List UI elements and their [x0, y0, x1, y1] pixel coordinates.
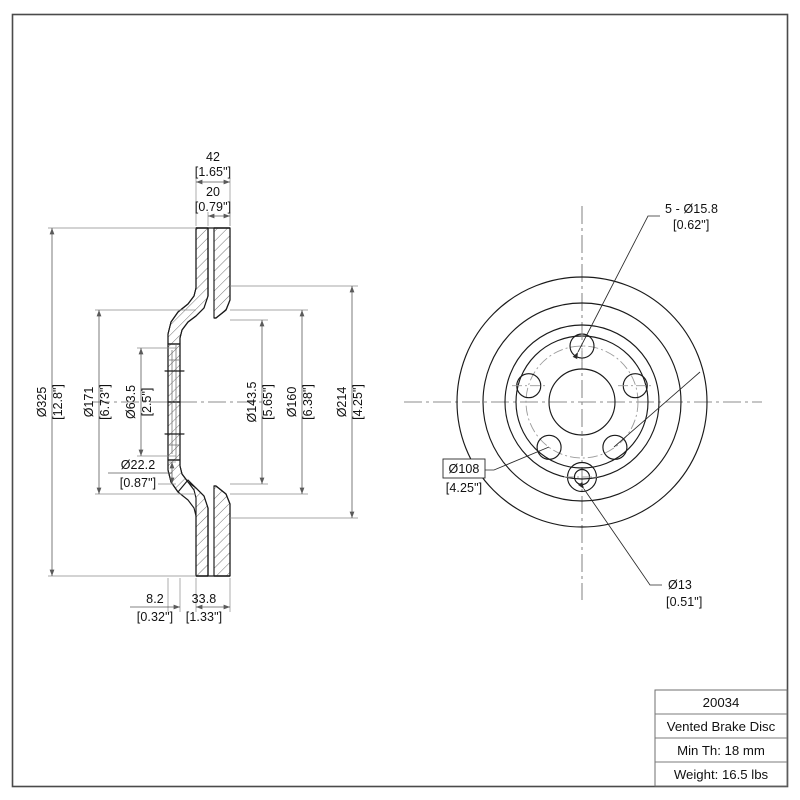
callout-lug-holes-inch: [0.62"]	[673, 218, 709, 232]
hat-wall-bottom	[167, 401, 181, 461]
hat-wall-top	[167, 343, 181, 403]
dim-id-mid: Ø160 [6.38"]	[230, 309, 315, 495]
dim-width-total-value: 42	[206, 150, 220, 164]
callout-lug-holes-value: 5 - Ø15.8	[665, 202, 718, 216]
lug-hole	[602, 434, 628, 460]
title-block-description: Vented Brake Disc	[667, 719, 776, 734]
dim-width-total: 42 [1.65"]	[195, 150, 231, 226]
dim-bore-center-inch: [2.5"]	[140, 388, 154, 417]
dim-od-hat: Ø171 [6.73"]	[82, 309, 196, 495]
dim-id-outer-value: Ø214	[335, 387, 349, 418]
dim-offset-b-inch: [1.33"]	[186, 610, 222, 624]
callout-lug-holes: 5 - Ø15.8 [0.62"]	[572, 202, 718, 360]
dim-offset-a-value: 8.2	[146, 592, 164, 606]
dim-od-rotor-inch: [12.8"]	[51, 384, 65, 420]
callout-bolt-circle-value: Ø108	[449, 462, 480, 476]
callout-pin-hole-value: Ø13	[668, 578, 692, 592]
dim-od-hat-inch: [6.73"]	[98, 384, 112, 420]
dim-id-mid-inch: [6.38"]	[301, 384, 315, 420]
dim-od-hat-value: Ø171	[82, 387, 96, 418]
dim-offset-b-value: 33.8	[192, 592, 217, 606]
callout-pin-hole-inch: [0.51"]	[666, 595, 702, 609]
rotor-friction-outer	[482, 302, 682, 502]
sheet-border	[11, 13, 789, 788]
dim-id-outer: Ø214 [4.25"]	[230, 285, 365, 519]
dim-hole-small-value: Ø22.2	[121, 458, 156, 472]
dim-bore-center: Ø63.5 [2.5"]	[124, 347, 176, 457]
dim-id-inner-value: Ø143.5	[245, 381, 259, 422]
dim-id-inner: Ø143.5 [5.65"]	[230, 319, 275, 485]
callout-bolt-circle: Ø108 [4.25"]	[442, 371, 701, 495]
dim-od-rotor-value: Ø325	[35, 387, 49, 418]
callout-pin-hole: Ø13 [0.51"]	[578, 481, 702, 609]
dim-id-outer-inch: [4.25"]	[351, 384, 365, 420]
title-block-min-thickness: Min Th: 18 mm	[677, 743, 765, 758]
title-block: 20034 Vented Brake Disc Min Th: 18 mm We…	[654, 689, 788, 787]
title-block-part-number: 20034	[703, 695, 740, 710]
dim-hole-small: Ø22.2 [0.87"]	[108, 458, 176, 490]
dim-width-vent-value: 20	[206, 185, 220, 199]
dim-offset-b: 33.8 [1.33"]	[186, 578, 231, 624]
cross-section-view: 42 [1.65"] 20 [0.79"] Ø325 [12.8"] Ø171 …	[35, 150, 365, 624]
callout-bolt-circle-inch: [4.25"]	[446, 481, 482, 495]
dim-od-rotor: Ø325 [12.8"]	[35, 227, 196, 577]
rotor-profile-outline-3	[167, 227, 197, 345]
rotor-wall-inboard-top	[167, 227, 209, 345]
dim-width-vent-inch: [0.79"]	[195, 200, 231, 214]
dim-width-vent: 20 [0.79"]	[195, 185, 231, 226]
dim-offset-a: 8.2 [0.32"]	[130, 578, 181, 624]
bolt-circle	[525, 345, 639, 459]
dim-hole-small-inch: [0.87"]	[120, 476, 156, 490]
rotor-friction-inner	[504, 324, 660, 480]
face-view: 5 - Ø15.8 [0.62"] Ø108 [4.25"] Ø13 [0.51…	[404, 202, 762, 609]
center-hub-bore	[548, 368, 616, 436]
dim-id-inner-inch: [5.65"]	[261, 384, 275, 420]
title-block-weight: Weight: 16.5 lbs	[674, 767, 769, 782]
lug-hole	[536, 434, 562, 460]
rotor-wall-inboard-bottom	[167, 459, 209, 577]
dim-bore-center-value: Ø63.5	[124, 385, 138, 419]
dim-width-total-inch: [1.65"]	[195, 165, 231, 179]
rotor-outer-diameter	[456, 276, 708, 528]
dim-offset-a-inch: [0.32"]	[137, 610, 173, 624]
dim-id-mid-value: Ø160	[285, 387, 299, 418]
